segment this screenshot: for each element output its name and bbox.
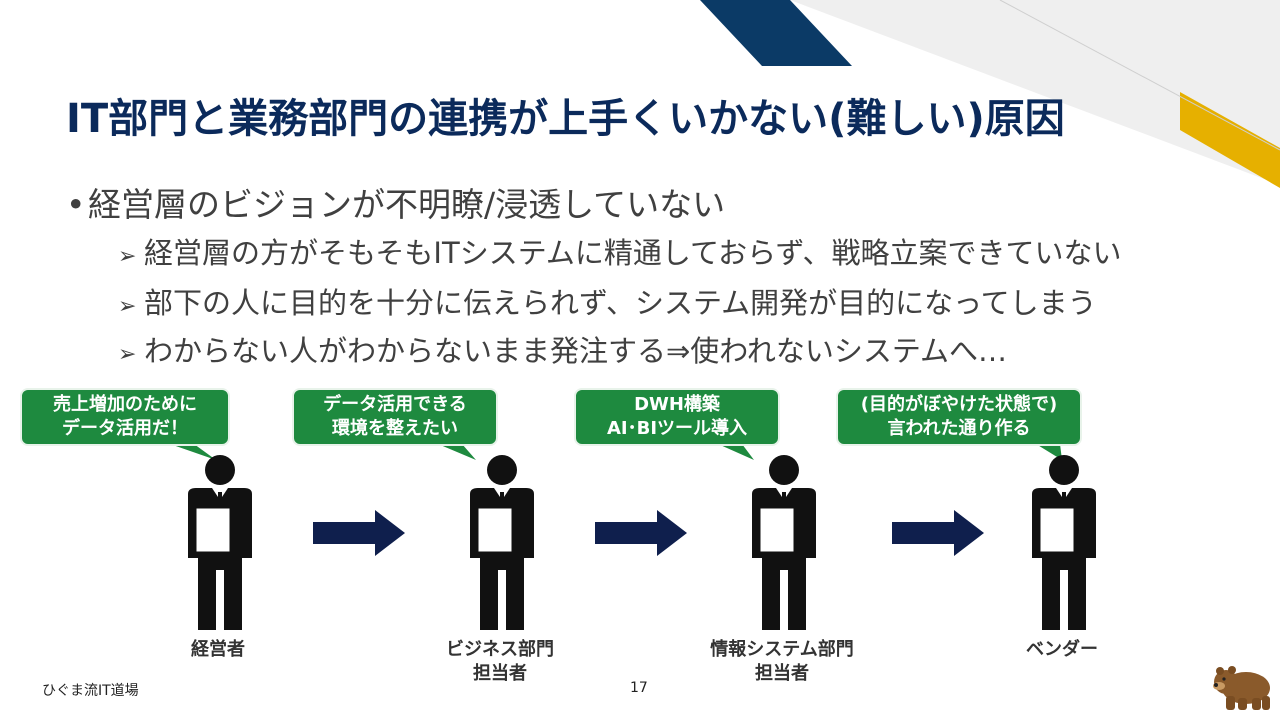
role-label-executive: 経営者 [118,638,318,662]
callout-text: DWH構築 AI･BIツール導入 [574,388,780,446]
callout-box [574,388,780,446]
sub-bullet-text: わからない人がわからないまま発注する⇒使われないシステムへ… [144,334,1007,368]
sub-bullet-text: 部下の人に目的を十分に伝えられず、システム開発が目的になってしまう [144,286,1097,320]
sub-bullet-text: 経営層の方がそもそもITシステムに精通しておらず、戦略立案できていない [144,236,1122,270]
slide-title: IT部門と業務部門の連携が上手くいかない(難しい)原因 [66,96,1065,142]
callout-box [292,388,498,446]
arrow-right-icon [892,510,984,556]
callout-line: 言われた通り作る [887,418,1031,439]
main-bullet: •経営層のビジョンが不明瞭/浸透していない [66,178,725,226]
role-label-line: ビジネス部門 [446,639,554,660]
role-label-line: ベンダー [1026,639,1098,660]
callout-text: データ活用できる 環境を整えたい [292,388,498,446]
callout-box [836,388,1082,446]
page-number: 17 [630,680,648,696]
gold-corner-stripe [1180,92,1280,188]
footer-brand: ひぐま流IT道場 [42,683,139,699]
person-business-icon [470,455,534,630]
role-label-line: 担当者 [473,663,527,684]
role-label-vendor: ベンダー [962,638,1162,662]
bear-mascot-icon [1213,666,1270,710]
sub-bullet-marker: ➢ [118,342,137,367]
callout-line: データ活用できる [323,394,467,415]
navy-corner-stripe [700,0,852,66]
main-bullet-text: 経営層のビジョンが不明瞭/浸透していない [88,185,726,224]
gray-corner-band [790,0,1280,185]
arrow-right-icon [313,510,405,556]
callout-box [20,388,230,446]
sub-bullet-marker: ➢ [118,244,137,269]
role-label-line: 担当者 [755,663,809,684]
sub-bullet-2: ➢ 部下の人に目的を十分に伝えられず、システム開発が目的になってしまう [118,280,1097,322]
callout-tail [438,444,476,460]
speech-callout-executive: 売上増加のために データ活用だ！ [20,388,230,460]
callout-tail [718,444,754,460]
speech-callout-business: データ活用できる 環境を整えたい [292,388,498,460]
callout-text: 売上増加のために データ活用だ！ [20,388,230,446]
sub-bullet-1: ➢ 経営層の方がそもそもITシステムに精通しておらず、戦略立案できていない [118,230,1121,272]
role-label-line: 情報システム部門 [710,639,854,660]
callout-line: 売上増加のために [53,394,197,415]
arrow-right-icon [595,510,687,556]
person-vendor-icon [1032,455,1096,630]
callout-tail [170,444,216,460]
callout-line: DWH構築 [634,394,720,415]
callout-line: (目的がぼやけた状態で) [860,394,1058,415]
callout-line: 環境を整えたい [332,418,458,439]
corner-hairline [999,0,1280,151]
sub-bullet-marker: ➢ [118,294,137,319]
sub-bullet-3: ➢ わからない人がわからないまま発注する⇒使われないシステムへ… [118,328,1007,370]
callout-text: (目的がぼやけた状態で) 言われた通り作る [836,388,1082,446]
bullet-marker: • [66,185,86,224]
role-label-infosys: 情報システム部門 担当者 [682,638,882,686]
role-label-business: ビジネス部門 担当者 [400,638,600,686]
callout-line: AI･BIツール導入 [606,418,748,439]
speech-callout-vendor: (目的がぼやけた状態で) 言われた通り作る [836,388,1082,460]
person-executive-icon [188,455,252,630]
callout-tail [1036,444,1062,460]
callout-line: データ活用だ！ [62,418,188,439]
role-label-line: 経営者 [191,639,245,660]
speech-callout-infosys: DWH構築 AI･BIツール導入 [574,388,780,460]
person-infosys-icon [752,455,816,630]
